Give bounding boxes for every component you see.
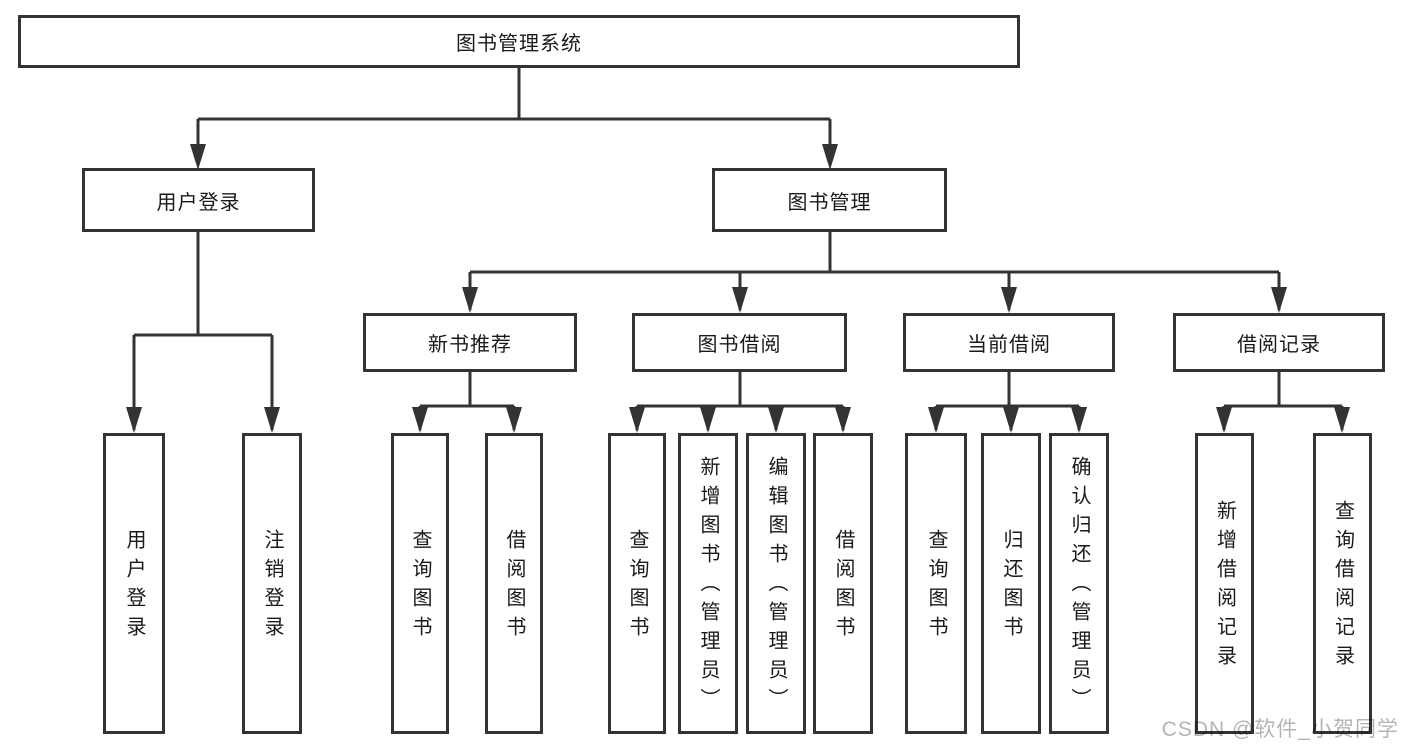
leaf-return-book: 归还图书 (981, 433, 1041, 734)
arrowhead-down-icon (700, 407, 716, 433)
arrowhead-down-icon (126, 407, 142, 433)
arrowhead-down-icon (768, 407, 784, 433)
node-borrow-records: 借阅记录 (1173, 313, 1385, 372)
arrowhead-down-icon (928, 407, 944, 433)
arrowhead-down-icon (1216, 407, 1232, 433)
arrowhead-down-icon (190, 144, 206, 170)
arrowhead-down-icon (506, 407, 522, 433)
leaf-query-books-borrow: 查询图书 (608, 433, 666, 734)
arrowhead-down-icon (1334, 407, 1350, 433)
leaf-query-borrow-record: 查询借阅记录 (1313, 433, 1372, 734)
arrowhead-down-icon (835, 407, 851, 433)
node-current-borrow: 当前借阅 (903, 313, 1115, 372)
leaf-query-books-current: 查询图书 (905, 433, 967, 734)
arrowhead-down-icon (822, 144, 838, 170)
arrowhead-down-icon (462, 287, 478, 313)
node-book-management: 图书管理 (712, 168, 947, 232)
node-root: 图书管理系统 (18, 15, 1020, 68)
node-new-book-recommend: 新书推荐 (363, 313, 577, 372)
leaf-user-login: 用户登录 (103, 433, 165, 734)
leaf-query-books-recommend: 查询图书 (391, 433, 449, 734)
arrowhead-down-icon (1071, 407, 1087, 433)
node-book-borrow: 图书借阅 (632, 313, 847, 372)
leaf-add-book-admin: 新增图书（管理员） (678, 433, 738, 734)
leaf-edit-book-admin: 编辑图书（管理员） (746, 433, 806, 734)
arrowhead-down-icon (629, 407, 645, 433)
arrowhead-down-icon (732, 287, 748, 313)
arrowhead-down-icon (1001, 287, 1017, 313)
leaf-borrow-books: 借阅图书 (813, 433, 873, 734)
arrowhead-down-icon (264, 407, 280, 433)
arrowhead-down-icon (1003, 407, 1019, 433)
leaf-borrow-books-recommend: 借阅图书 (485, 433, 543, 734)
leaf-logout: 注销登录 (242, 433, 302, 734)
arrowhead-down-icon (412, 407, 428, 433)
leaf-add-borrow-record: 新增借阅记录 (1195, 433, 1254, 734)
leaf-confirm-return-admin: 确认归还（管理员） (1049, 433, 1109, 734)
node-user-login: 用户登录 (82, 168, 315, 232)
arrowhead-down-icon (1271, 287, 1287, 313)
